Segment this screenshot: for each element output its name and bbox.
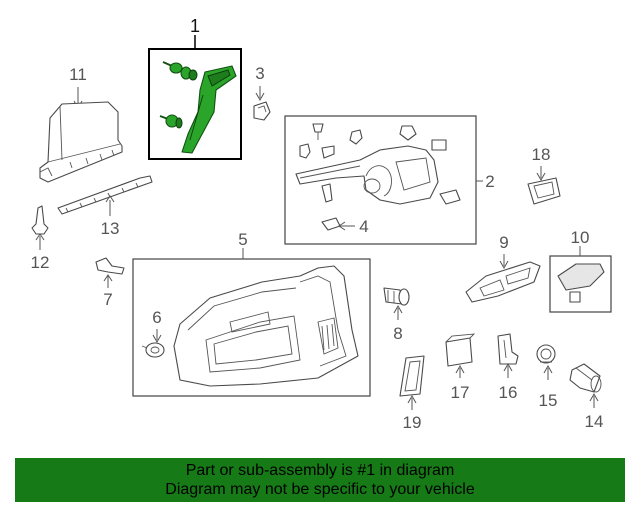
callout-1: 1 — [190, 16, 200, 36]
callout-16: 16 — [499, 383, 518, 402]
callout-10: 10 — [571, 228, 590, 247]
part-13-strip — [57, 175, 153, 215]
part-19-group[interactable]: 19 — [399, 355, 425, 432]
part-13-group[interactable]: 13 — [57, 175, 153, 238]
part-11-group[interactable]: 11 — [39, 65, 123, 183]
part-16-bracket — [497, 333, 519, 365]
part-10-clip — [569, 291, 581, 303]
part-6-clip — [145, 342, 165, 358]
part-11-panel — [39, 101, 123, 183]
part-2-fasteners — [299, 123, 461, 205]
part-8-group[interactable]: 8 — [383, 287, 410, 343]
part-6-group[interactable]: 6 — [141, 308, 165, 358]
callout-2: 2 — [485, 172, 494, 191]
part-9-group[interactable]: 9 — [465, 233, 541, 303]
part-5-quarter-trim — [173, 265, 359, 387]
callout-5: 5 — [238, 230, 247, 249]
part-10-group[interactable]: 10 — [549, 228, 612, 313]
part-5-box — [132, 258, 371, 397]
callout-15: 15 — [539, 391, 558, 410]
callout-12: 12 — [31, 253, 50, 272]
callout-3: 3 — [255, 64, 264, 83]
callout-9: 9 — [499, 233, 508, 252]
callout-18: 18 — [532, 145, 551, 164]
part-2-box — [284, 115, 477, 245]
callout-8: 8 — [393, 324, 402, 343]
part-2-group[interactable]: 2 4 — [284, 115, 495, 245]
part-15-group[interactable]: 15 — [536, 344, 558, 410]
part-15-grommet — [536, 344, 556, 364]
part-17-group[interactable]: 17 — [445, 333, 476, 402]
part-14-cylinder — [569, 363, 601, 393]
part-3-clip — [253, 101, 271, 121]
callout-14: 14 — [585, 412, 604, 431]
part-1-pillar-trim — [181, 65, 237, 154]
callout-17: 17 — [451, 383, 470, 402]
part-18-group[interactable]: 18 — [527, 145, 561, 205]
part-3-group[interactable]: 3 — [253, 64, 271, 121]
part-10-cover — [557, 263, 605, 291]
callout-19: 19 — [403, 413, 422, 432]
part-4-clip — [321, 217, 341, 231]
callout-11: 11 — [69, 65, 87, 84]
info-banner-line-1: Part or sub-assembly is #1 in diagram — [185, 462, 455, 479]
part-1-group[interactable]: 1 — [148, 16, 242, 160]
part-18-cover — [527, 177, 561, 205]
info-banner-line-2: Diagram may not be specific to your vehi… — [165, 481, 475, 498]
part-5-group[interactable]: 5 — [132, 230, 371, 397]
part-16-group[interactable]: 16 — [497, 333, 519, 402]
parts-diagram: 1 11 13 — [31, 16, 612, 432]
callout-4: 4 — [359, 217, 368, 236]
info-banner: Part or sub-assembly is #1 in diagram Di… — [15, 458, 625, 502]
callout-6: 6 — [152, 308, 161, 327]
part-9-handle — [465, 261, 541, 303]
part-1-clip-bottom — [159, 114, 183, 129]
part-12-pin — [31, 205, 49, 235]
callout-13: 13 — [101, 219, 120, 238]
part-14-group[interactable]: 14 — [569, 363, 604, 431]
part-17-block — [445, 337, 473, 367]
part-1-clip-top — [162, 61, 198, 81]
callout-7: 7 — [103, 290, 112, 309]
part-2-trim — [295, 145, 439, 205]
part-7-group[interactable]: 7 — [95, 257, 125, 309]
part-12-group[interactable]: 12 — [31, 205, 50, 272]
part-7-hook — [95, 257, 125, 275]
